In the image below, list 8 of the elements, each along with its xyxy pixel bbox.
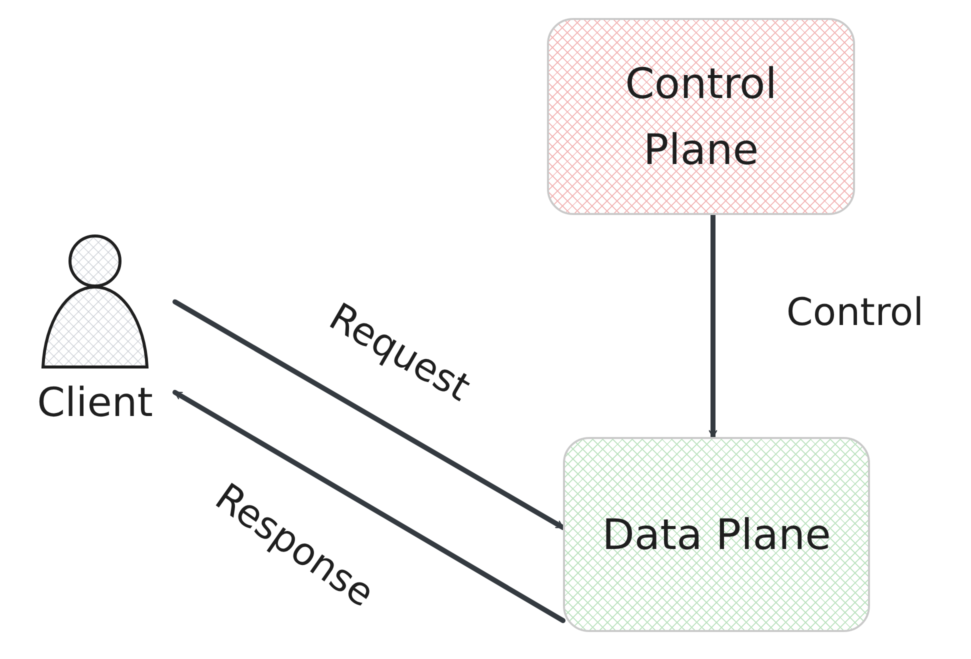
person-label: Client: [37, 380, 153, 426]
arrow: [708, 212, 718, 440]
arrow: [172, 299, 566, 530]
arrow: [172, 390, 566, 624]
box-label: Data Plane: [601, 508, 832, 561]
process-box: [547, 18, 855, 215]
box-label: Control Plane: [624, 58, 778, 176]
process-box: [563, 437, 870, 632]
